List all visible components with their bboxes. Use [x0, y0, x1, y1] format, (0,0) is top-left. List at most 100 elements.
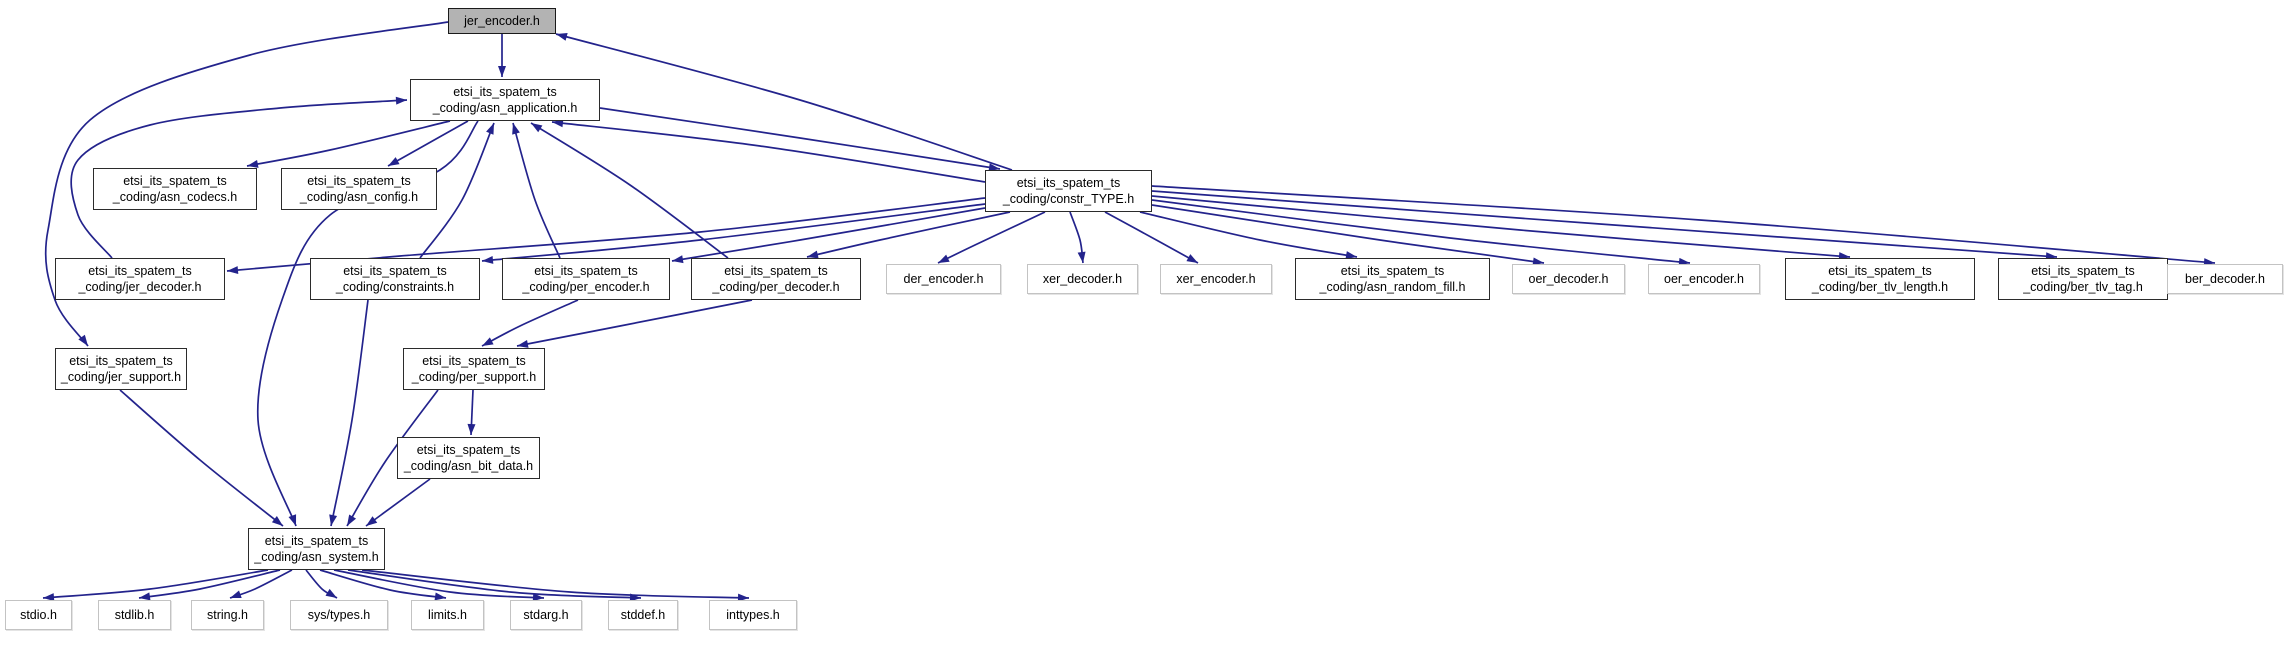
arrowhead-constraints-to-asn_system: [329, 514, 338, 526]
node-label: stdarg.h: [523, 608, 569, 622]
node-label: _coding/jer_decoder.h: [78, 280, 202, 294]
node-label: etsi_its_spatem_ts: [416, 443, 521, 457]
edge-asn_system-to-limits: [319, 569, 447, 599]
edge-asn_system-to-inttypes: [361, 569, 750, 599]
node-jer_encoder: jer_encoder.h: [448, 8, 556, 34]
arrowhead-asn_system-to-sys_types: [325, 588, 337, 598]
edge-asn_application-to-asn_codecs: [246, 120, 451, 167]
edge-asn_bit_data-to-asn_system: [365, 478, 431, 527]
node-constr_TYPE[interactable]: etsi_its_spatem_ts_coding/constr_TYPE.h: [985, 170, 1152, 212]
node-ber_tlv_length[interactable]: etsi_its_spatem_ts_coding/ber_tlv_length…: [1785, 258, 1975, 300]
node-label: _coding/ber_tlv_tag.h: [2023, 280, 2143, 294]
node-label: limits.h: [428, 608, 467, 622]
arrowhead-constr_TYPE-to-asn_application: [552, 119, 564, 128]
node-per_encoder[interactable]: etsi_its_spatem_ts_coding/per_encoder.h: [502, 258, 670, 300]
node-label: xer_encoder.h: [1176, 272, 1256, 286]
edge-constr_TYPE-to-jer_encoder: [555, 33, 1013, 171]
arrowhead-constr_TYPE-to-jer_decoder: [227, 266, 239, 275]
edge-constr_TYPE-to-per_encoder: [671, 207, 986, 262]
node-xer_encoder: xer_encoder.h: [1160, 264, 1272, 294]
node-label: _coding/asn_random_fill.h: [1319, 280, 1466, 294]
arrowhead-asn_application-to-asn_config: [388, 157, 400, 166]
arrowhead-asn_application-to-constr_TYPE: [988, 163, 1000, 172]
edge-per_encoder-to-per_support: [481, 299, 579, 347]
node-label: stdio.h: [20, 608, 57, 622]
edge-constr_TYPE-to-ber_decoder: [1151, 185, 2216, 264]
edge-per_decoder-to-asn_application: [530, 122, 729, 259]
node-label: _coding/per_support.h: [411, 370, 537, 384]
edge-jer_encoder-to-jer_support: [44, 21, 449, 347]
node-label: _coding/ber_tlv_length.h: [1811, 280, 1949, 294]
arrowhead-constr_TYPE-to-jer_encoder: [556, 33, 568, 41]
node-label: stdlib.h: [114, 608, 155, 622]
edge-constr_TYPE-to-asn_application: [551, 121, 986, 183]
arrowhead-per_decoder-to-asn_application: [531, 123, 543, 133]
edge-per_support-to-asn_system: [346, 389, 439, 527]
edge-constr_TYPE-to-constraints: [481, 203, 986, 262]
arrowhead-asn_system-to-limits: [434, 592, 446, 601]
node-ber_tlv_tag[interactable]: etsi_its_spatem_ts _coding/ber_tlv_tag.h: [1998, 258, 2168, 300]
node-asn_application[interactable]: etsi_its_spatem_ts _coding/asn_applicatio…: [410, 79, 600, 121]
arrowhead-asn_bit_data-to-asn_system: [366, 516, 378, 526]
edge-asn_system-to-stdio: [42, 569, 269, 599]
arrowhead-constr_TYPE-to-oer_encoder: [1678, 257, 1690, 266]
arrowhead-constr_TYPE-to-per_decoder: [807, 250, 819, 259]
edge-constr_TYPE-to-der_encoder: [937, 211, 1046, 264]
node-asn_codecs[interactable]: etsi_its_spatem_ts _coding/asn_codecs.h: [93, 168, 257, 210]
arrowhead-asn_system-to-stdarg: [532, 593, 544, 602]
node-label: etsi_its_spatem_ts: [88, 264, 192, 278]
node-oer_decoder: oer_decoder.h: [1512, 264, 1625, 294]
arrowhead-asn_application-to-asn_codecs: [247, 159, 259, 168]
arrowhead-jer_encoder-to-jer_support: [78, 334, 88, 346]
edge-asn_system-to-stddef: [347, 569, 642, 599]
arrowhead-jer_encoder-to-asn_application: [498, 66, 506, 77]
arrowhead-constraints-to-asn_application: [486, 123, 494, 135]
arrowhead-asn_system-to-stdio: [43, 593, 55, 602]
node-label: xer_decoder.h: [1042, 272, 1123, 286]
edge-constr_TYPE-to-per_decoder: [806, 211, 1011, 258]
node-asn_system[interactable]: etsi_its_spatem_ts _coding/asn_system.h: [248, 528, 385, 570]
node-jer_decoder[interactable]: etsi_its_spatem_ts _coding/jer_decoder.h: [55, 258, 225, 300]
node-label: stddef.h: [620, 608, 666, 622]
arrowhead-asn_system-to-stdlib: [139, 592, 151, 601]
node-jer_support[interactable]: etsi_its_spatem_ts_coding/jer_support.h: [55, 348, 187, 390]
node-stddef: stddef.h: [608, 600, 678, 630]
node-label: oer_decoder.h: [1528, 272, 1609, 286]
node-label: inttypes.h: [726, 608, 780, 622]
edge-asn_application-to-asn_system: [256, 120, 479, 527]
node-limits: limits.h: [411, 600, 484, 630]
edge-constr_TYPE-to-asn_random_fill: [1139, 211, 1358, 258]
node-label: _coding/asn_bit_data.h: [403, 459, 534, 473]
node-oer_encoder: oer_encoder.h: [1648, 264, 1760, 294]
node-per_decoder[interactable]: etsi_its_spatem_ts_coding/per_decoder.h: [691, 258, 861, 300]
node-label: etsi_its_spatem_ts: [123, 174, 227, 188]
arrowhead-asn_application-to-asn_system: [288, 514, 297, 526]
node-label: etsi_its_spatem_ts: [2031, 264, 2135, 278]
node-label: etsi_its_spatem_ts: [453, 85, 557, 99]
edge-asn_system-to-stdarg: [333, 569, 545, 599]
node-label: etsi_its_spatem_ts: [724, 264, 828, 278]
arrowhead-constr_TYPE-to-der_encoder: [938, 254, 950, 263]
arrowhead-constr_TYPE-to-per_encoder: [672, 255, 684, 264]
node-label: _coding/asn_codecs.h: [112, 190, 238, 204]
node-ber_decoder: ber_decoder.h: [2167, 264, 2283, 294]
node-label: _coding/asn_application.h: [432, 101, 578, 115]
node-asn_bit_data[interactable]: etsi_its_spatem_ts _coding/asn_bit_data.h: [397, 437, 540, 479]
node-asn_config[interactable]: etsi_its_spatem_ts_coding/asn_config.h: [281, 168, 437, 210]
edge-constr_TYPE-to-oer_decoder: [1151, 204, 1545, 264]
node-label: etsi_its_spatem_ts: [264, 534, 369, 548]
node-der_encoder: der_encoder.h: [886, 264, 1001, 294]
arrowhead-asn_system-to-string: [230, 590, 242, 599]
node-per_support[interactable]: etsi_its_spatem_ts_coding/per_support.h: [403, 348, 545, 390]
node-label: _coding/asn_system.h: [254, 550, 379, 564]
node-label: _coding/jer_support.h: [60, 370, 182, 384]
node-label: jer_encoder.h: [464, 14, 540, 28]
edge-jer_decoder-to-asn_application: [70, 99, 408, 259]
node-constraints[interactable]: etsi_its_spatem_ts_coding/constraints.h: [310, 258, 480, 300]
node-label: _coding/per_encoder.h: [522, 280, 650, 294]
node-asn_random_fill[interactable]: etsi_its_spatem_ts_coding/asn_random_fil…: [1295, 258, 1490, 300]
edge-constr_TYPE-to-oer_encoder: [1151, 199, 1691, 264]
arrowhead-per_support-to-asn_bit_data: [467, 423, 476, 435]
